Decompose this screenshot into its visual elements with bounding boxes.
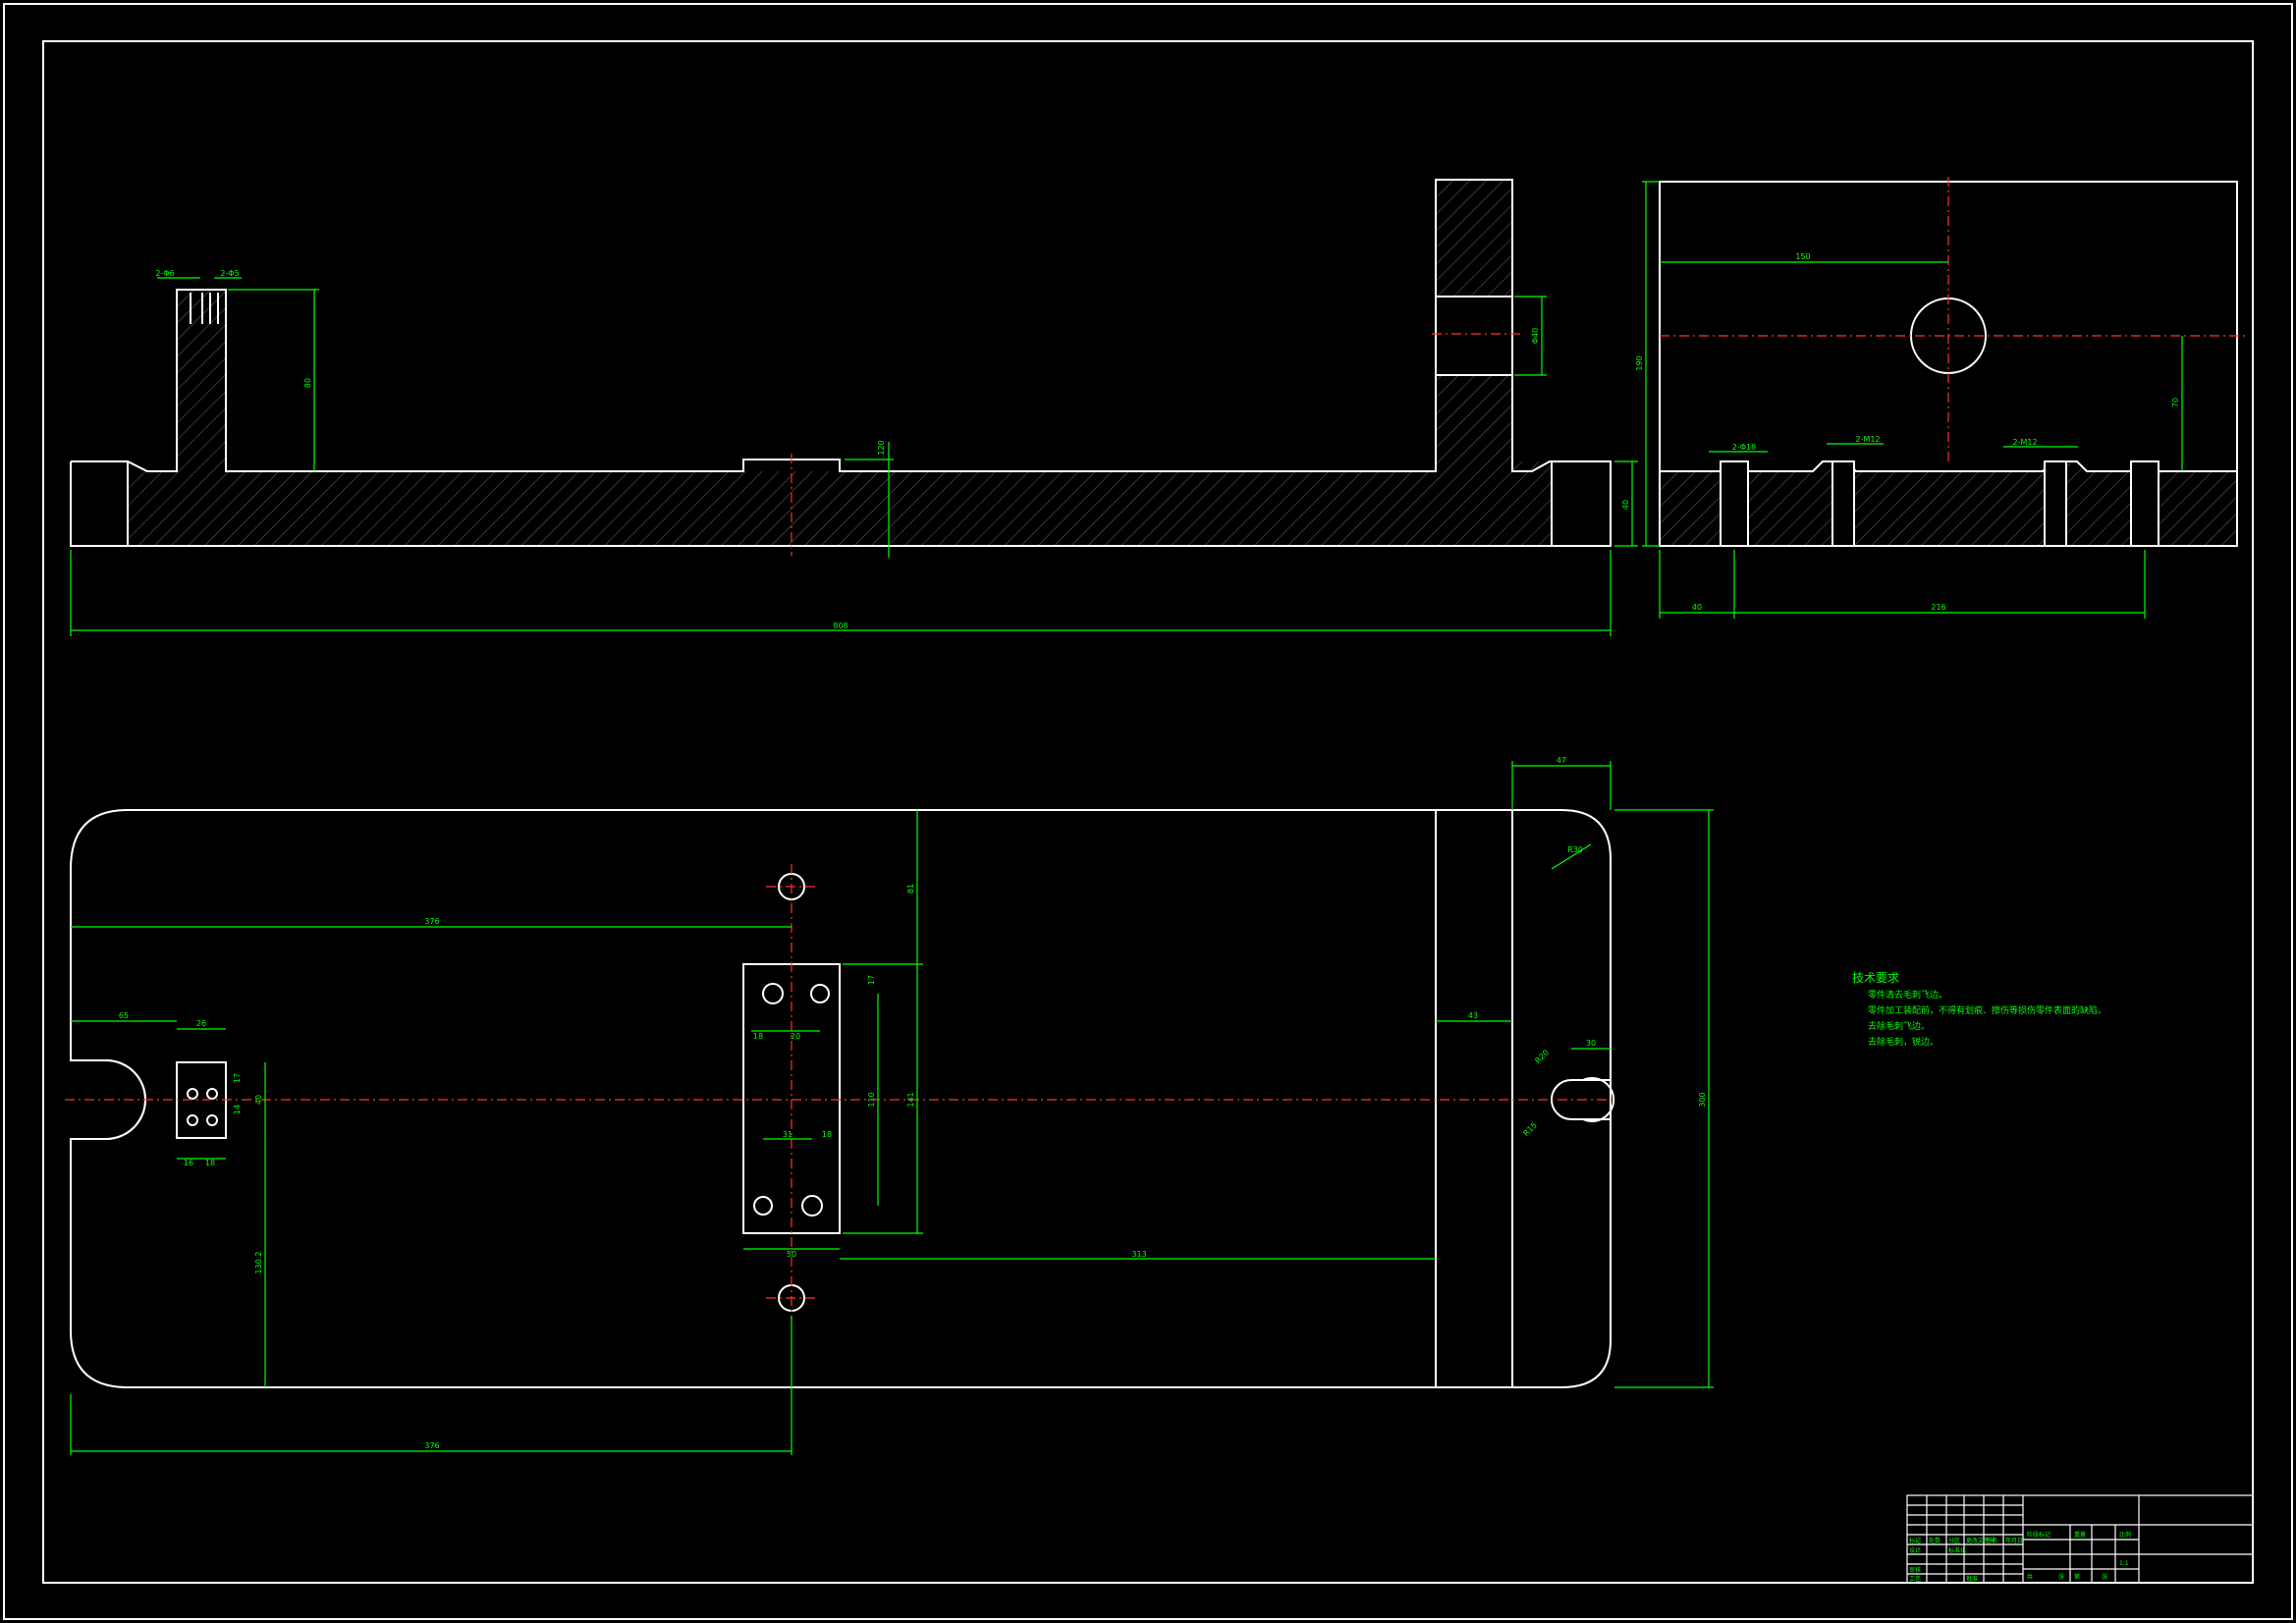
tb-row-label-4: 更改文件号 (1966, 1537, 1995, 1544)
dim-side-callout-c: 2-M12 (2012, 438, 2037, 447)
dim-side-left: 40 (1692, 603, 1702, 612)
dim-plan-slot-left: 65 (119, 1011, 129, 1020)
side-view-dimension-labels: 150 190 70 2-Φ18 2-M12 2-M12 40 216 (1635, 252, 2180, 612)
plan-view-centerlines (65, 864, 1615, 1321)
technical-notes: 技术要求 零件清去毛刺飞边。 零件加工装配前，不得有划痕、擦伤等损伤零件表面的缺… (1852, 971, 2106, 1048)
plan-view-dimensions (70, 761, 1714, 1455)
front-post-window (1435, 296, 1513, 376)
dim-window: Φ40 (1531, 328, 1540, 344)
dim-plan-block-hole-e: 17 (867, 975, 876, 985)
notes-line-1: 零件清去毛刺飞边。 (1868, 989, 1947, 1001)
tb-row-label-1: 标记 (1909, 1537, 1921, 1544)
dim-plan-lower-offset: 130.2 (254, 1252, 263, 1274)
dim-side-span: 216 (1931, 603, 1945, 612)
dim-plan-right-width: 47 (1557, 756, 1566, 765)
title-block-labels: 标记 处数 分区 更改文件号 签名 年月日 设计 标准化 阶段标记 重量 比例 … (1909, 1531, 2131, 1583)
tb-cell-sheets-a: 张 (2058, 1573, 2064, 1581)
tb-cell-process: 工艺 (1909, 1575, 1921, 1583)
tb-cell-review: 审核 (1909, 1566, 1921, 1574)
dim-plan-small-block-h: 40 (254, 1095, 263, 1105)
front-view-outline (70, 179, 1612, 547)
inner-border (42, 40, 2254, 1584)
dim-plan-block-hole-d: 18 (822, 1130, 832, 1139)
side-view-dimensions (1642, 181, 2183, 619)
side-view-centerlines (1660, 177, 2249, 461)
tb-cell-sheets-b: 张 (2102, 1573, 2107, 1581)
dim-plan-block-height: 141 (906, 1092, 915, 1107)
tb-row-label-2: 处数 (1929, 1537, 1941, 1544)
dim-plan-block-width: 50 (787, 1250, 796, 1259)
notes-line-2: 零件加工装配前，不得有划痕、擦伤等损伤零件表面的缺陷。 (1868, 1004, 2106, 1016)
dim-side-callout-a: 2-Φ18 (1732, 443, 1756, 452)
plan-view-outline (70, 809, 1615, 1388)
dim-overall-length: 808 (833, 622, 847, 630)
dim-post-holes-b: 2-Φ5 (220, 269, 239, 278)
dim-plan-rail-width: 43 (1468, 1011, 1478, 1020)
plan-view-dimension-labels: 376 376 81 141 110 18 20 31 18 17 50 313… (119, 756, 1707, 1450)
dim-plan-small-hole-b: 18 (205, 1159, 215, 1167)
side-view-section (1660, 461, 2237, 546)
side-view (1659, 181, 2238, 547)
tb-cell-approve: 批准 (1966, 1575, 1978, 1583)
dim-plan-block-hole-b: 20 (791, 1032, 800, 1041)
tb-cell-design: 设计 (1909, 1546, 1921, 1554)
dim-side-hole-offset: 150 (1795, 252, 1810, 261)
tb-cell-stage: 阶段标记 (2027, 1531, 2050, 1539)
dim-plan-bottom-offset: 376 (424, 1441, 439, 1450)
dim-plan-block-hole-c: 31 (783, 1130, 793, 1139)
tb-row-label-3: 分区 (1948, 1537, 1960, 1544)
dim-plan-top-offset: 376 (424, 917, 439, 926)
tb-row-label-5: 签名 (1986, 1537, 1997, 1544)
dim-plan-block-to-rail: 313 (1131, 1250, 1146, 1259)
front-view-section (128, 180, 1552, 546)
dim-plan-corner-radius: R30 (1567, 845, 1583, 854)
dim-plan-small-hole-d: 17 (233, 1073, 242, 1083)
notes-line-3: 去除毛刺飞边。 (1868, 1020, 1930, 1032)
notes-line-4: 去除毛刺，锐边。 (1868, 1036, 1939, 1048)
tb-cell-total: 共 (2027, 1573, 2033, 1581)
dim-side-height: 190 (1635, 355, 1644, 370)
dim-slot-depth: 120 (877, 440, 886, 455)
dim-base-thickness: 40 (1621, 500, 1630, 510)
plan-view (70, 809, 1615, 1388)
dim-plan-slot-r1: R20 (1533, 1048, 1551, 1065)
front-view (70, 179, 1612, 547)
dim-plan-small-hole-a: 16 (184, 1159, 193, 1167)
side-view-holes (1720, 460, 2159, 547)
tb-cell-no: 第 (2074, 1573, 2080, 1581)
tb-scale-value: 1:1 (2119, 1560, 2129, 1567)
front-view-dimensions (70, 277, 1638, 636)
dim-plan-overall-height: 300 (1698, 1092, 1707, 1107)
dim-side-callout-b: 2-M12 (1855, 435, 1880, 444)
title-block (1906, 1494, 2254, 1584)
notes-title: 技术要求 (1852, 971, 1899, 985)
dim-plan-slot-r2: R15 (1521, 1120, 1539, 1138)
dim-plan-block-inner: 110 (867, 1092, 876, 1107)
front-view-dimension-labels: 808 2-Φ6 2-Φ5 80 120 Φ40 40 (155, 269, 1630, 630)
tb-row-label-6: 年月日 (2005, 1537, 2023, 1544)
dim-post-height: 80 (303, 378, 312, 388)
dim-plan-block-hole-a: 18 (753, 1032, 763, 1041)
dim-plan-small-block-w: 26 (196, 1019, 206, 1028)
dim-plan-small-hole-c: 14 (233, 1105, 242, 1114)
tb-cell-scale: 比例 (2119, 1531, 2131, 1539)
tb-cell-weight: 重量 (2074, 1531, 2086, 1539)
dim-plan-slot-right: 30 (1586, 1039, 1596, 1048)
dim-side-hole-height: 70 (2171, 398, 2180, 407)
tb-cell-standard: 标准化 (1948, 1546, 1966, 1554)
dim-post-holes: 2-Φ6 (155, 269, 174, 278)
dim-plan-pin-vertical: 81 (906, 884, 915, 893)
outer-border (3, 3, 2293, 1620)
front-view-centerlines (791, 333, 1520, 556)
